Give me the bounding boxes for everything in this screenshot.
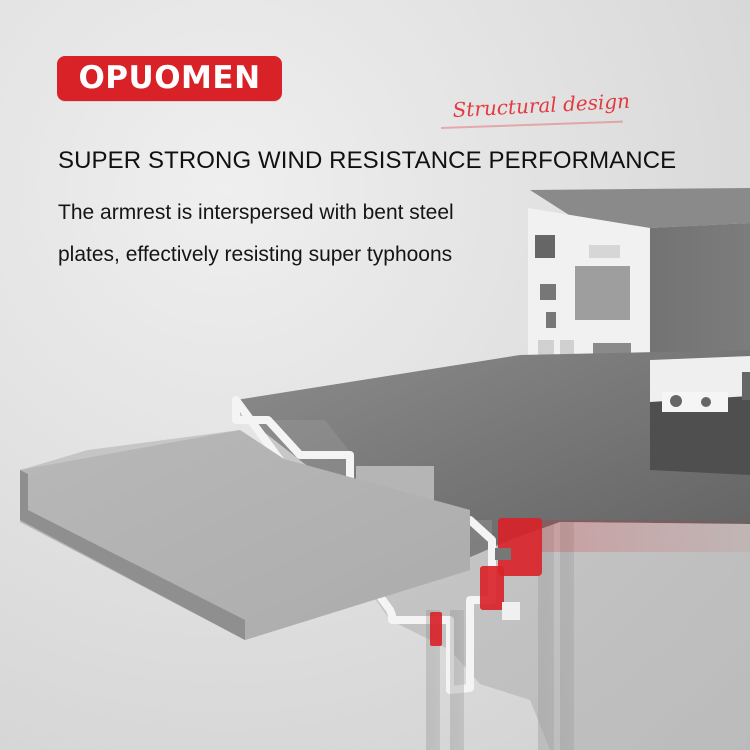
steel-plate-highlight-2 [480, 566, 504, 610]
main-deck-top [236, 350, 750, 570]
lower-glass-right [450, 610, 464, 750]
upper-frame-inner-cavity [575, 266, 630, 320]
description-line-2: plates, effectively resisting super typh… [58, 243, 453, 266]
steel-plate-highlight-3 [430, 612, 442, 646]
right-rail-front [650, 356, 750, 402]
left-shelf-edge [20, 470, 245, 640]
steel-plate-highlight [498, 518, 542, 576]
brand-logo: OPUOMEN [57, 56, 282, 101]
description-line-1: The armrest is interspersed with bent st… [58, 201, 454, 224]
brand-name: OPUOMEN [78, 60, 261, 96]
steel-plate-glow [540, 520, 750, 552]
page-title: SUPER STRONG WIND RESISTANCE PERFORMANCE [58, 147, 677, 174]
left-shelf-front [20, 430, 470, 640]
